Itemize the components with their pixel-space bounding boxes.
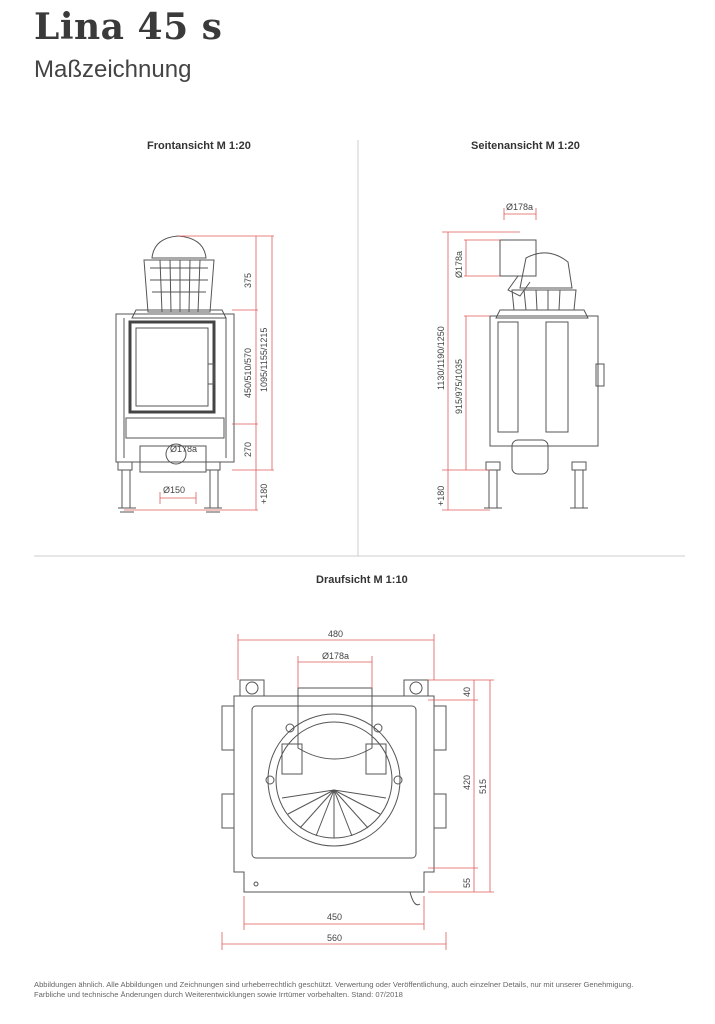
top-dim-flue: Ø178a <box>322 651 349 661</box>
side-dim-flue-top: Ø178a <box>506 202 533 212</box>
front-dim-inlet: Ø150 <box>163 485 185 495</box>
top-dim-width-inner: 450 <box>327 912 342 922</box>
side-dim-total: 1130/1190/1250 <box>436 326 446 390</box>
product-title: Lina 45 s <box>34 6 223 48</box>
front-dim-flue: Ø178a <box>170 444 197 454</box>
front-dim-total: 1095/1155/1215 <box>259 328 269 392</box>
top-view-label: Draufsicht M 1:10 <box>316 574 408 586</box>
side-view-drawing <box>442 208 605 511</box>
footer-disclaimer: Abbildungen ähnlich. Alle Abbildungen un… <box>34 980 684 1000</box>
side-dim-feet: +180 <box>436 486 446 506</box>
top-view-drawing <box>221 634 494 950</box>
top-dim-515: 515 <box>478 779 488 794</box>
side-dim-flue-side: Ø178a <box>454 251 464 278</box>
top-dim-width-total: 560 <box>327 933 342 943</box>
top-dim-55: 55 <box>462 878 472 888</box>
front-dim-feet: +180 <box>259 484 269 504</box>
side-dim-inner: 915/975/1035 <box>454 359 464 414</box>
footer-line-2: Farbliche und technische Änderungen durc… <box>34 990 403 999</box>
front-dim-middle: 450/510/570 <box>243 348 253 398</box>
drawing-subtitle: Maßzeichnung <box>34 56 192 83</box>
top-dim-width-top: 480 <box>328 629 343 639</box>
top-dim-420: 420 <box>462 775 472 790</box>
front-view-label: Frontansicht M 1:20 <box>147 140 251 152</box>
side-view-label: Seitenansicht M 1:20 <box>471 140 580 152</box>
front-dim-bottom: 270 <box>243 442 253 457</box>
footer-line-1: Abbildungen ähnlich. Alle Abbildungen un… <box>34 980 634 989</box>
front-dim-top: 375 <box>243 273 253 288</box>
front-view-drawing <box>115 235 274 513</box>
top-dim-40: 40 <box>462 687 472 697</box>
